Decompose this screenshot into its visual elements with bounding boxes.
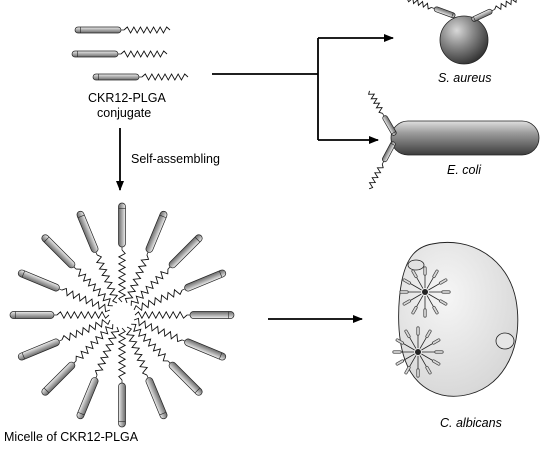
s-aureus-bound-conjugate [471, 0, 521, 22]
e-coli-label: E. coli [447, 163, 482, 177]
s-aureus-label: S. aureus [438, 71, 492, 85]
conjugate-molecules [71, 26, 189, 81]
conjugate-molecule [92, 73, 189, 81]
e-coli-rod [390, 120, 540, 156]
micelle-conjugate [117, 202, 127, 303]
micelle-conjugate [76, 210, 119, 304]
self-assembling-label: Self-assembling [131, 152, 220, 166]
e-coli-bound-conjugate [368, 141, 396, 190]
s-aureus-bound-conjugate [406, 0, 456, 18]
c-albicans-bud-right [495, 332, 515, 350]
c-albicans-label: C. albicans [440, 416, 502, 430]
micelle-conjugate [41, 324, 114, 396]
conjugate-molecule [74, 26, 171, 34]
e-coli-bound-conjugates [368, 90, 397, 190]
conjugate-label-line1: CKR12-PLGA [88, 91, 166, 105]
micelle-conjugate [125, 326, 168, 420]
c-albicans-cell [392, 242, 519, 397]
micelle-conjugate [133, 269, 227, 312]
micelle-conjugate [131, 323, 203, 396]
s-aureus-sphere [439, 15, 489, 65]
c-albicans-bound-micelles [392, 266, 451, 378]
micelle-conjugate [133, 317, 227, 361]
c-albicans-bud-top [407, 259, 425, 271]
s-aureus-cell [406, 0, 521, 65]
conjugate-label-line2: conjugate [97, 106, 152, 120]
flow-arrows [116, 34, 394, 323]
micelle-conjugate [17, 269, 111, 313]
micelle-conjugate [130, 234, 203, 306]
micelle-label: Micelle of CKR12-PLGA [4, 430, 139, 444]
conjugate-molecule [71, 50, 168, 58]
micelle-conjugate [134, 310, 235, 320]
micelle-conjugate [9, 310, 110, 320]
micelle-conjugate [124, 210, 168, 304]
micelle-conjugate [76, 326, 120, 420]
micelle-conjugate [17, 318, 111, 361]
e-coli-cell [368, 90, 540, 190]
e-coli-bound-conjugate [368, 90, 397, 136]
micelle-conjugate [117, 327, 127, 428]
c-albicans-bound-micelle [392, 326, 444, 378]
c-albicans-bound-micelle [399, 266, 451, 318]
micelle-conjugate [41, 234, 113, 307]
micelle-structure [9, 202, 235, 428]
s-aureus-bound-conjugates [406, 0, 521, 22]
